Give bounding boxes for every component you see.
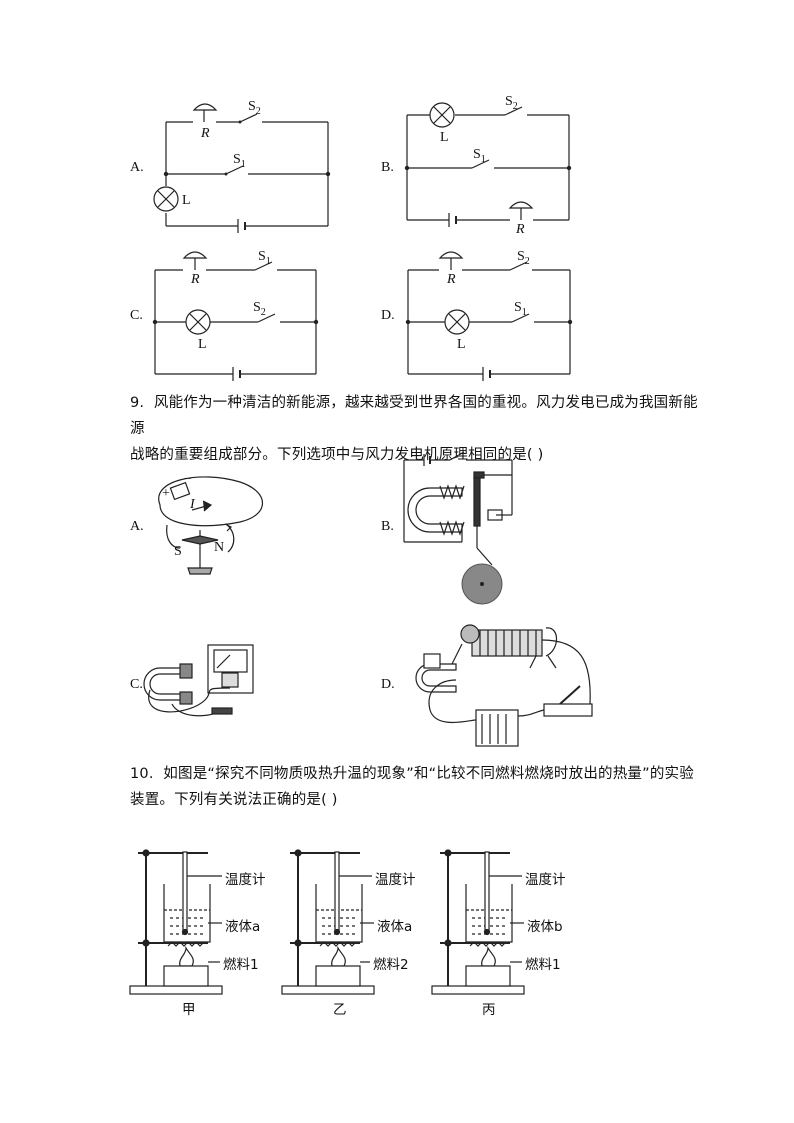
s-letter: S	[517, 249, 525, 264]
question-10-text1: 如图是“探究不同物质吸热升温的现象”和“比较不同燃料燃烧时放出的热量”的实验	[163, 766, 694, 782]
question-10-line1: 10. 如图是“探究不同物质吸热升温的现象”和“比较不同燃料燃烧时放出的热量”的…	[130, 761, 700, 787]
s-letter: S	[233, 152, 241, 167]
circuit-c-s1: S1	[258, 249, 271, 267]
circuit-b-s1: S1	[473, 147, 486, 165]
q9-option-b-label: B.	[381, 519, 394, 534]
circuit-c-r: R	[191, 272, 200, 287]
q9-figure-b-electromagnet	[403, 451, 513, 605]
option-d-label: D.	[381, 308, 395, 323]
setup-jia-caption: 甲	[182, 1002, 196, 1018]
setup-bing-fuel-label: 燃料1	[525, 957, 561, 973]
s-letter: S	[248, 99, 256, 114]
question-9-line1: 9. 风能作为一种清洁的新能源，越来越受到世界各国的重视。风力发电已成为我国新能…	[130, 390, 700, 442]
question-10: 10. 如图是“探究不同物质吸热升温的现象”和“比较不同燃料燃烧时放出的热量”的…	[130, 761, 700, 813]
question-9-text2: 战略的重要组成部分。下列选项中与风力发电机原理相同的是( )	[130, 447, 544, 463]
setup-yi-caption: 乙	[333, 1002, 347, 1018]
question-10-text2: 装置。下列有关说法正确的是( )	[130, 792, 338, 808]
setup-bing	[431, 849, 525, 995]
circuit-a-r: R	[201, 126, 210, 141]
s-sub: 2	[260, 306, 266, 318]
setup-jia-thermometer-label: 温度计	[225, 872, 266, 888]
setup-jia-liquid-label: 液体a	[225, 919, 261, 935]
setup-jia	[129, 849, 223, 995]
setup-bing-thermometer-label: 温度计	[525, 872, 566, 888]
s-sub: 2	[255, 105, 261, 117]
circuit-d-s1: S1	[514, 300, 527, 318]
q9-a-minus: −	[184, 472, 192, 487]
setup-jia-fuel-label: 燃料1	[223, 957, 259, 973]
option-c-label: C.	[130, 308, 143, 323]
option-b-label: B.	[381, 160, 394, 175]
s-sub: 1	[240, 158, 246, 170]
s-letter: S	[505, 94, 513, 109]
q9-option-c-label: C.	[130, 677, 143, 692]
circuit-d-diagram	[405, 251, 573, 381]
s-sub: 2	[524, 255, 530, 267]
question-9: 9. 风能作为一种清洁的新能源，越来越受到世界各国的重视。风力发电已成为我国新能…	[130, 390, 700, 468]
q9-a-current: I	[190, 497, 195, 512]
q9-option-a-label: A.	[130, 519, 144, 534]
circuit-a-l: L	[182, 193, 191, 208]
question-9-text1: 风能作为一种清洁的新能源，越来越受到世界各国的重视。风力发电已成为我国新能源	[130, 395, 698, 437]
circuit-d-l: L	[457, 337, 466, 352]
setup-bing-liquid-label: 液体b	[527, 919, 563, 935]
circuit-c-l: L	[198, 337, 207, 352]
s-letter: S	[473, 147, 481, 162]
circuit-c-s2: S2	[253, 300, 266, 318]
s-sub: 1	[480, 153, 486, 165]
circuit-d-r: R	[447, 272, 456, 287]
setup-yi-thermometer-label: 温度计	[375, 872, 416, 888]
s-sub: 1	[265, 255, 271, 267]
q9-a-plus: +	[162, 486, 170, 501]
q9-figure-c-generator	[143, 644, 254, 717]
circuit-b-l: L	[440, 130, 449, 145]
setup-yi	[281, 849, 375, 995]
question-10-number: 10.	[130, 766, 154, 782]
circuit-a-s1: S1	[233, 152, 246, 170]
q9-a-north: N	[214, 540, 225, 555]
q9-figure-a-oersted	[158, 476, 264, 575]
setup-yi-fuel-label: 燃料2	[373, 957, 409, 973]
q9-option-d-label: D.	[381, 677, 395, 692]
circuit-a-diagram	[153, 103, 331, 233]
question-9-number: 9.	[130, 395, 145, 411]
circuit-c-diagram	[152, 251, 319, 381]
circuit-b-s2: S2	[505, 94, 518, 112]
circuit-d-s2: S2	[517, 249, 530, 267]
s-letter: S	[253, 300, 261, 315]
s-sub: 1	[521, 306, 527, 318]
s-letter: S	[514, 300, 522, 315]
setup-yi-liquid-label: 液体a	[377, 919, 413, 935]
circuit-a-s2: S2	[248, 99, 261, 117]
q9-figure-d-motor	[415, 624, 593, 747]
option-a-label: A.	[130, 160, 144, 175]
q9-a-south: S	[174, 544, 182, 559]
setup-bing-caption: 丙	[482, 1002, 496, 1018]
circuit-b-diagram	[404, 102, 572, 227]
s-letter: S	[258, 249, 266, 264]
circuit-b-r: R	[516, 222, 525, 237]
s-sub: 2	[512, 100, 518, 112]
